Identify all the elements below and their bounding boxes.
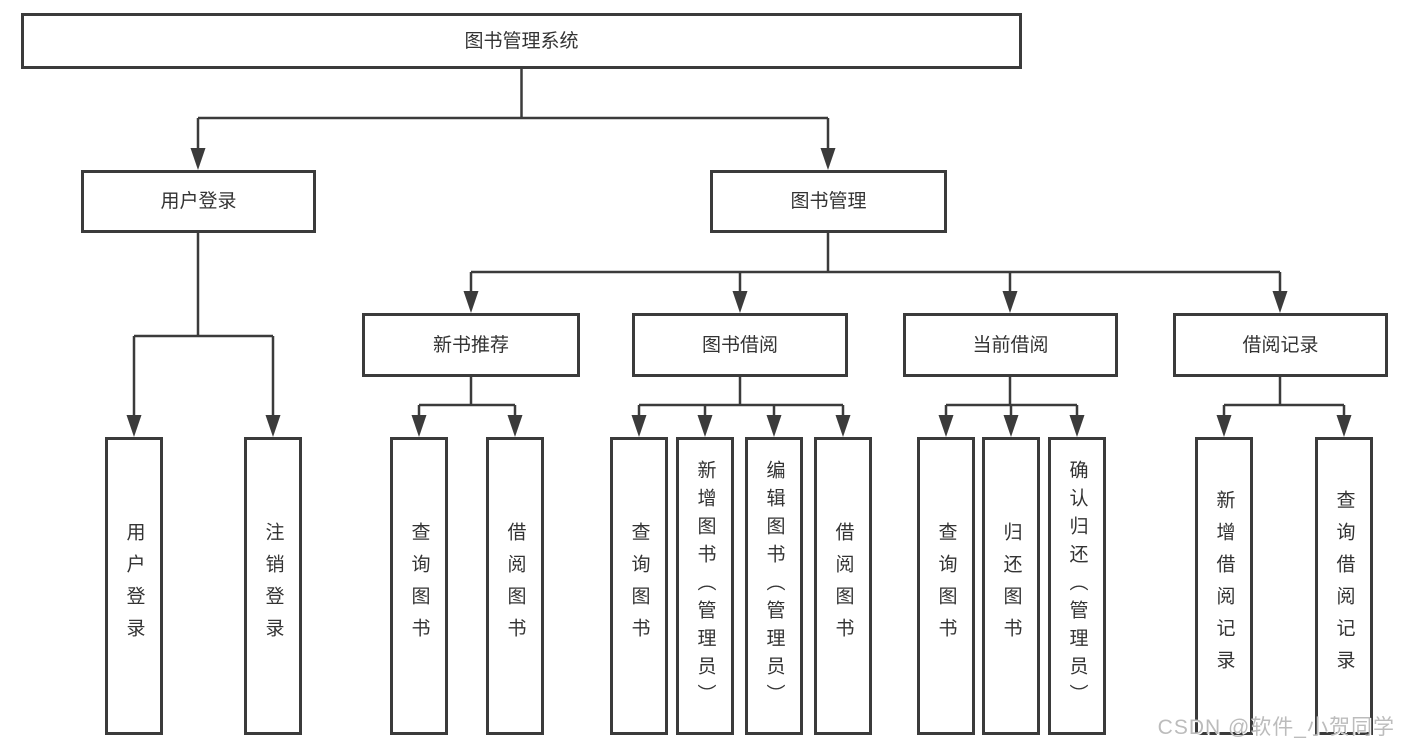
node-query-books-2-label: 查询图书: [628, 522, 650, 650]
node-borrow-books-2-label: 借阅图书: [832, 522, 854, 650]
node-new-book-recommendation: 新书推荐: [362, 313, 580, 377]
node-new-book-recommendation-label: 新书推荐: [432, 334, 509, 356]
node-borrow-books-1-label: 借阅图书: [504, 522, 526, 650]
node-borrow-books-1: 借阅图书: [486, 437, 544, 735]
node-user-login-label: 用户登录: [123, 522, 145, 650]
node-book-management-branch: 图书管理: [710, 170, 947, 233]
node-query-borrow-record-label: 查询借阅记录: [1333, 490, 1355, 682]
node-query-books-1: 查询图书: [390, 437, 448, 735]
csdn-watermark: CSDN @软件_小贺同学: [1157, 716, 1395, 739]
node-book-borrowing-label: 图书借阅: [701, 334, 778, 356]
node-return-books-label: 归还图书: [1000, 522, 1022, 650]
node-confirm-return-admin: 确认归还（管理员）: [1048, 437, 1106, 735]
node-add-borrow-record-label: 新增借阅记录: [1213, 490, 1235, 682]
node-root-label: 图书管理系统: [464, 30, 579, 52]
node-current-borrowing: 当前借阅: [903, 313, 1118, 377]
node-borrow-books-2: 借阅图书: [814, 437, 872, 735]
node-query-books-1-label: 查询图书: [408, 522, 430, 650]
node-book-management-branch-label: 图书管理: [790, 191, 867, 212]
arrowheads: [126, 148, 1352, 437]
node-user-login-branch: 用户登录: [81, 170, 316, 233]
node-user-login-branch-label: 用户登录: [160, 191, 237, 212]
node-query-books-3: 查询图书: [917, 437, 975, 735]
node-add-borrow-record: 新增借阅记录: [1195, 437, 1253, 735]
node-current-borrowing-label: 当前借阅: [972, 334, 1049, 356]
node-query-books-3-label: 查询图书: [935, 522, 957, 650]
node-add-books-admin: 新增图书（管理员）: [676, 437, 734, 735]
node-confirm-return-admin-label: 确认归还（管理员）: [1066, 460, 1088, 712]
node-add-books-admin-label: 新增图书（管理员）: [694, 460, 716, 712]
node-book-borrowing: 图书借阅: [632, 313, 848, 377]
node-edit-books-admin: 编辑图书（管理员）: [745, 437, 803, 735]
node-user-login: 用户登录: [105, 437, 163, 735]
node-edit-books-admin-label: 编辑图书（管理员）: [763, 460, 785, 712]
node-query-books-2: 查询图书: [610, 437, 668, 735]
node-root: 图书管理系统: [21, 13, 1022, 69]
node-return-books: 归还图书: [982, 437, 1040, 735]
node-query-borrow-record: 查询借阅记录: [1315, 437, 1373, 735]
node-logout-label: 注销登录: [262, 522, 284, 650]
node-borrowing-records-label: 借阅记录: [1242, 334, 1319, 356]
node-borrowing-records: 借阅记录: [1173, 313, 1388, 377]
node-logout: 注销登录: [244, 437, 302, 735]
